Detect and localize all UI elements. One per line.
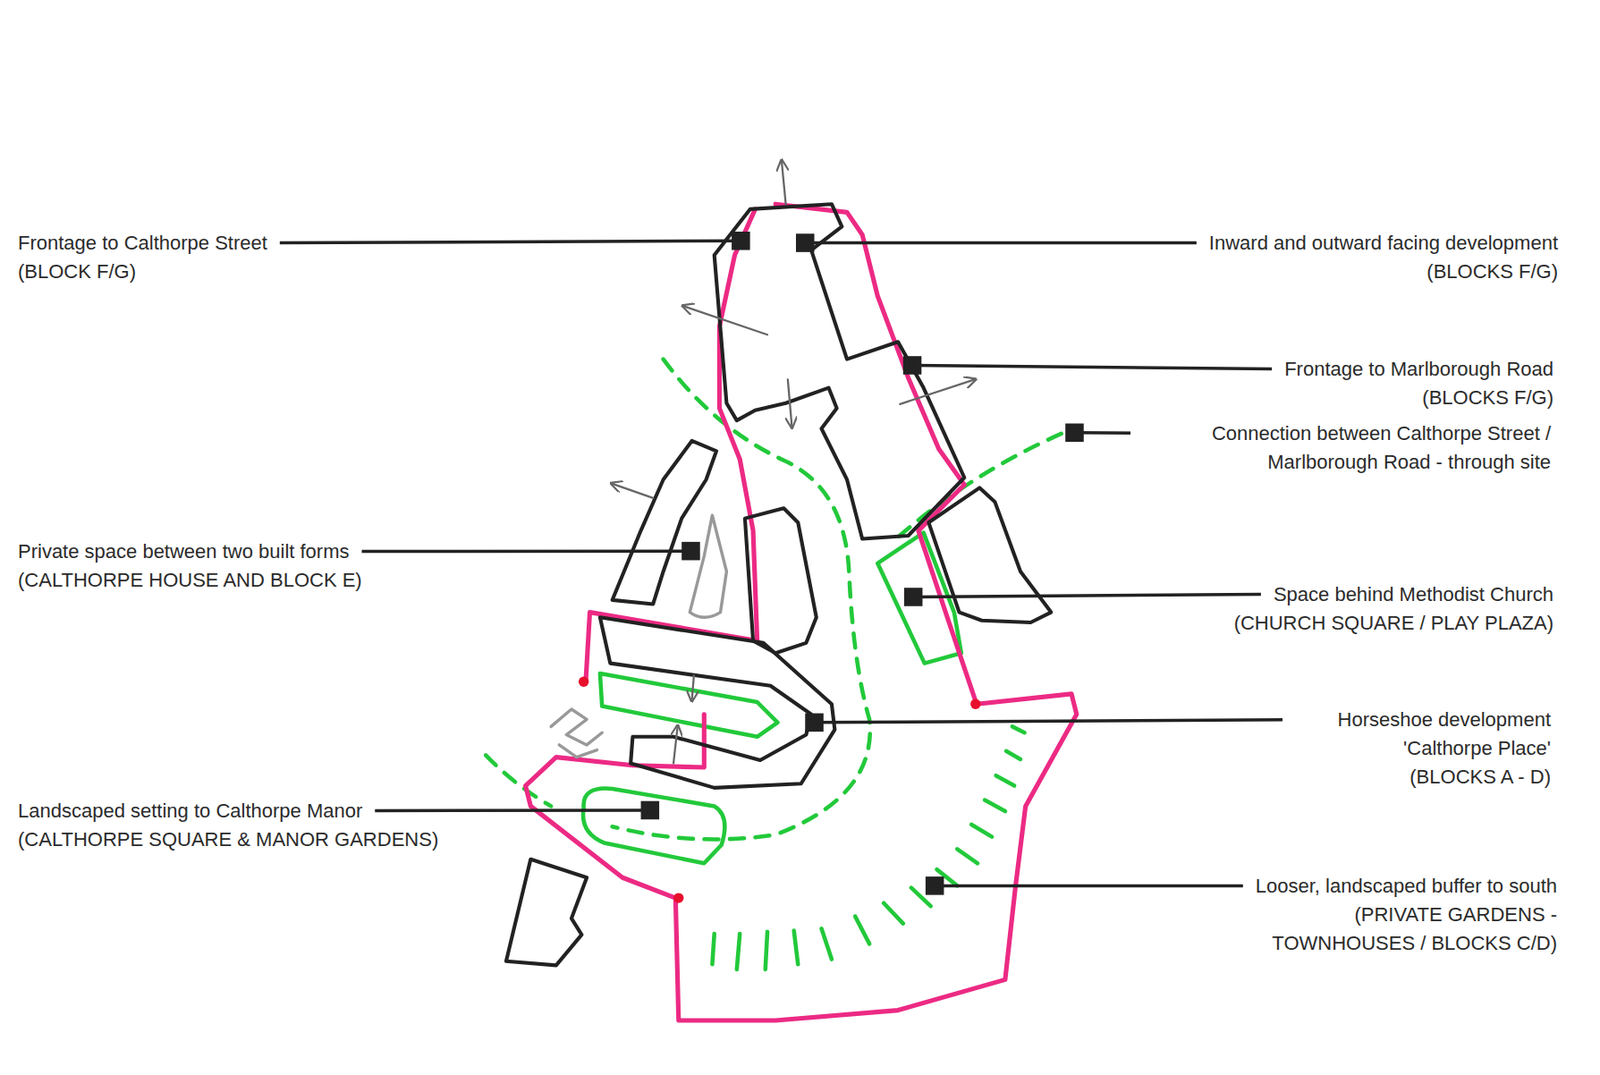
leader-line [374, 808, 651, 813]
callout-text: (BLOCK F/G) [17, 257, 136, 287]
leader-line [279, 240, 742, 243]
callout-text: Connection between Calthorpe Street / Ma… [1130, 419, 1551, 477]
callout-label: Inward and outward facing development(BL… [1209, 228, 1558, 287]
callout-text: (CHURCH SQUARE / PLAY PLAZA) [1234, 609, 1554, 638]
leader-line [912, 364, 1272, 369]
callout-text: (CALTHORPE SQUARE & MANOR GARDENS) [17, 825, 439, 855]
callout-text: (CALTHORPE HOUSE AND BLOCK E) [17, 566, 363, 595]
callout-label: Space behind Methodist Church(CHURCH SQU… [1234, 580, 1554, 638]
leader-line [804, 241, 1197, 246]
boundary-dot [578, 676, 982, 903]
callout-text: (BLOCKS A - D) [1409, 762, 1551, 792]
callout-text: Inward and outward facing development [1209, 228, 1558, 258]
building-block [506, 203, 1051, 966]
leader-line [913, 594, 1262, 598]
callout-text: Private space between two built forms [17, 537, 350, 567]
callout-text: Landscaped setting to Calthorpe Manor [17, 796, 363, 826]
connection-route [485, 359, 1062, 840]
landscape-buffer [711, 726, 1025, 970]
callout-label: Connection between Calthorpe Street / Ma… [1130, 419, 1551, 477]
callout-text: (BLOCKS F/G) [1422, 383, 1554, 413]
callout-text: Space behind Methodist Church [1273, 580, 1554, 610]
callout-label: Horseshoe development 'Calthorpe Place'(… [1282, 705, 1551, 792]
callout-label: Frontage to Marlborough Road(BLOCKS F/G) [1284, 355, 1554, 413]
leader-line [934, 884, 1244, 889]
callout-label: Looser, landscaped buffer to south(PRIVA… [1221, 871, 1558, 958]
callout-label: Frontage to Calthorpe Street(BLOCK F/G) [17, 228, 268, 287]
existing-feature [550, 515, 727, 757]
callout-text: Horseshoe development 'Calthorpe Place' [1282, 705, 1551, 763]
leader-line [362, 549, 692, 553]
callout-label: Private space between two built forms(CA… [17, 537, 363, 595]
callout-text: (BLOCKS F/G) [1426, 257, 1558, 287]
callout-text: Frontage to Marlborough Road [1284, 355, 1554, 384]
callout-marker [641, 231, 1084, 896]
leader-line [814, 719, 1326, 723]
callout-label: Landscaped setting to Calthorpe Manor(CA… [17, 796, 439, 855]
callout-text: (PRIVATE GARDENS - TOWNHOUSES / BLOCKS C… [1221, 900, 1558, 958]
direction-arrow [612, 160, 975, 763]
site-boundary [525, 203, 1077, 1021]
green-space [583, 533, 962, 864]
callout-text: Frontage to Calthorpe Street [17, 228, 268, 258]
callout-text: Looser, landscaped buffer to south [1255, 871, 1558, 901]
